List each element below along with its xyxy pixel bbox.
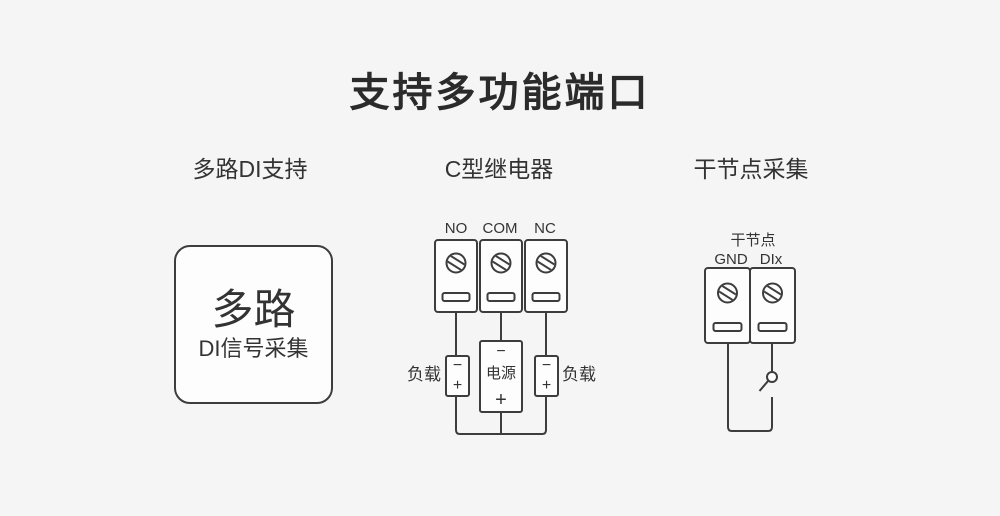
terminal-slot bbox=[531, 292, 561, 302]
plus-sign: + bbox=[453, 377, 462, 394]
page-title: 支持多功能端口 bbox=[349, 71, 651, 115]
relay-terminal-label-nc: NC bbox=[534, 220, 556, 237]
di-signal-box: 多路 DI信号采集 bbox=[174, 245, 333, 404]
minus-sign: − bbox=[453, 357, 462, 374]
dry-terminal-label-dix: DIx bbox=[760, 251, 783, 268]
relay-terminal-label-no: NO bbox=[445, 220, 468, 237]
plus-sign: + bbox=[542, 377, 551, 394]
wire-bus bbox=[727, 343, 773, 432]
terminal-slot bbox=[757, 322, 788, 332]
section-header-c-relay: C型继电器 bbox=[444, 156, 554, 182]
di-box-subtitle: DI信号采集 bbox=[198, 336, 309, 362]
screw-terminal-icon bbox=[490, 252, 512, 274]
screw-terminal-icon bbox=[445, 252, 467, 274]
di-box-title: 多路 bbox=[211, 286, 296, 333]
screw-terminal-icon bbox=[717, 282, 738, 304]
minus-sign: − bbox=[542, 357, 551, 374]
dry-terminal-label-gnd: GND bbox=[714, 251, 748, 268]
relay-diagram: NO COM NC bbox=[407, 220, 596, 435]
power-label: 电源 bbox=[486, 365, 516, 382]
load-box-left bbox=[445, 355, 470, 397]
relay-terminal-label-com: COM bbox=[483, 220, 518, 237]
screw-terminal-icon bbox=[762, 282, 783, 304]
section-header-dry-contact: 干节点采集 bbox=[693, 156, 809, 182]
terminal-slot bbox=[486, 292, 516, 302]
load-label-left: 负载 bbox=[407, 365, 441, 384]
switch-icon bbox=[758, 371, 778, 392]
minus-sign: − bbox=[496, 343, 505, 360]
load-label-right: 负载 bbox=[562, 365, 596, 384]
terminal-slot bbox=[441, 292, 471, 302]
dry-contact-diagram: 干节点 GND DIx bbox=[704, 232, 796, 432]
plus-sign: + bbox=[495, 389, 507, 411]
screw-terminal-icon bbox=[535, 252, 557, 274]
section-header-multi-di: 多路DI支持 bbox=[192, 156, 308, 182]
dry-contact-group-label: 干节点 bbox=[730, 232, 775, 249]
terminal-slot bbox=[712, 322, 743, 332]
